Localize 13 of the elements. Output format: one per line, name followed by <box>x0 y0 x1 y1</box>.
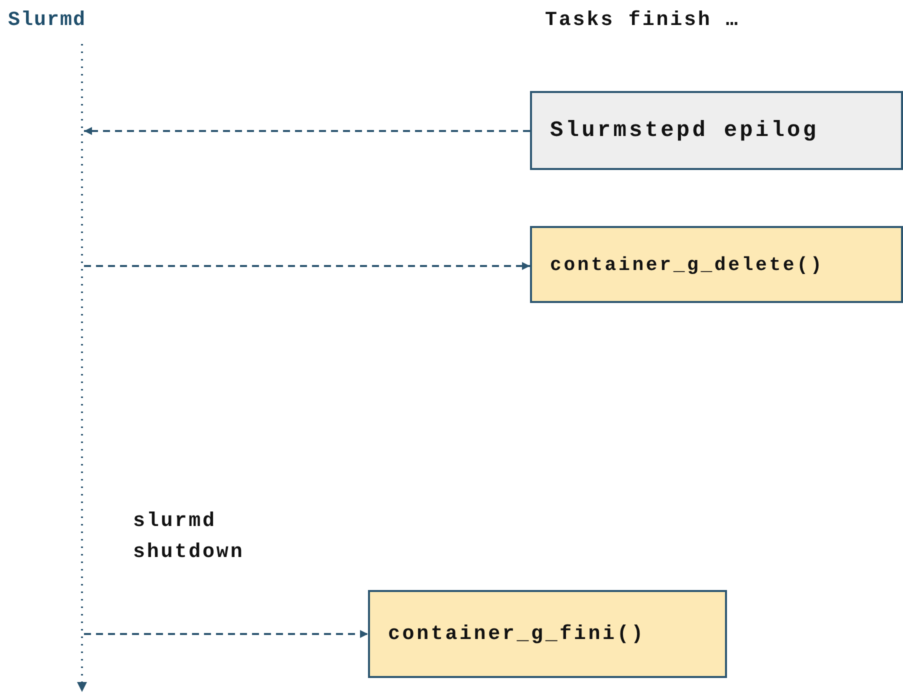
box-text: container_g_fini() <box>388 622 646 646</box>
annotation-text: slurmd shutdown <box>133 509 246 566</box>
annotation-text: Tasks finish … <box>545 8 741 34</box>
arrow <box>84 630 368 638</box>
lifeline-heading: Slurmd <box>8 6 118 34</box>
arrow <box>84 127 530 135</box>
process-box <box>530 226 903 303</box>
box-text: container_g_delete() <box>550 254 824 276</box>
process-box <box>530 91 903 170</box>
lifeline <box>77 44 87 692</box>
process-box <box>368 590 727 678</box>
box-text: Slurmstepd epilog <box>550 118 819 143</box>
arrow <box>84 262 530 270</box>
